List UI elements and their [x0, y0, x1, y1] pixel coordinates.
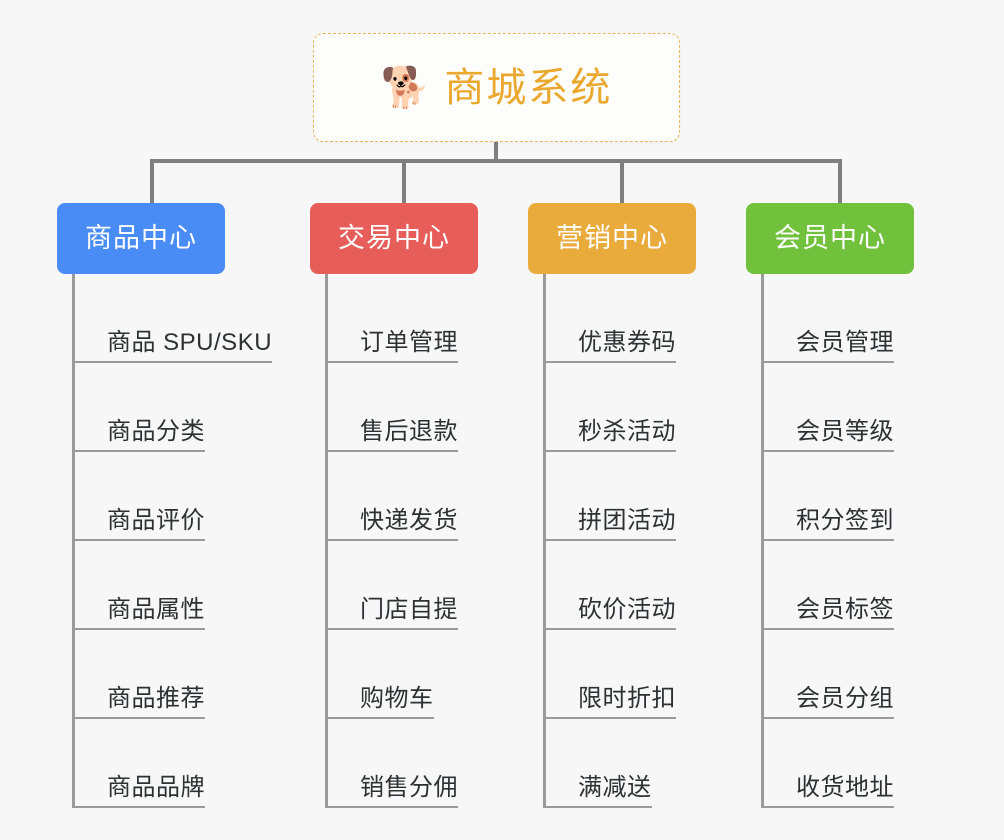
connector-drop-4 [838, 159, 842, 204]
list-item[interactable]: 会员分组 [761, 630, 996, 719]
leaf-list-3: 优惠券码 秒杀活动 拼团活动 砍价活动 限时折扣 满减送 [543, 274, 778, 808]
leaf-label: 收货地址 [761, 775, 894, 808]
list-item[interactable]: 售后退款 [325, 363, 560, 452]
leaf-label: 砍价活动 [543, 597, 676, 630]
branch-member-center: 会员中心 会员管理 会员等级 积分签到 会员标签 会员分组 收货地址 [746, 203, 996, 808]
branch-header-2[interactable]: 交易中心 [310, 203, 478, 274]
leaf-label: 门店自提 [325, 597, 458, 630]
branch-header-4[interactable]: 会员中心 [746, 203, 914, 274]
leaf-label: 售后退款 [325, 419, 458, 452]
leaf-label: 秒杀活动 [543, 419, 676, 452]
branch-marketing-center: 营销中心 优惠券码 秒杀活动 拼团活动 砍价活动 限时折扣 满减送 [528, 203, 778, 808]
list-item[interactable]: 商品分类 [72, 363, 307, 452]
leaf-list-4: 会员管理 会员等级 积分签到 会员标签 会员分组 收货地址 [761, 274, 996, 808]
branch-header-3[interactable]: 营销中心 [528, 203, 696, 274]
branch-header-1[interactable]: 商品中心 [57, 203, 225, 274]
leaf-label: 优惠券码 [543, 330, 676, 363]
list-item[interactable]: 商品属性 [72, 541, 307, 630]
list-item[interactable]: 商品品牌 [72, 719, 307, 808]
leaf-list-2: 订单管理 售后退款 快递发货 门店自提 购物车 销售分佣 [325, 274, 560, 808]
root-node-title: 商城系统 [444, 65, 613, 110]
leaf-label: 会员分组 [761, 686, 894, 719]
leaf-label: 商品分类 [72, 419, 205, 452]
leaf-label: 会员等级 [761, 419, 894, 452]
list-item[interactable]: 满减送 [543, 719, 778, 808]
list-item[interactable]: 优惠券码 [543, 274, 778, 363]
branch-product-center: 商品中心 商品 SPU/SKU 商品分类 商品评价 商品属性 商品推荐 商品品牌 [57, 203, 307, 808]
connector-root-stem [494, 142, 498, 163]
list-item[interactable]: 积分签到 [761, 452, 996, 541]
leaf-label: 购物车 [325, 686, 434, 719]
leaf-label: 会员标签 [761, 597, 894, 630]
leaf-label: 商品评价 [72, 508, 205, 541]
leaf-label: 限时折扣 [543, 686, 676, 719]
branch-trade-center: 交易中心 订单管理 售后退款 快递发货 门店自提 购物车 销售分佣 [310, 203, 560, 808]
connector-drop-2 [402, 159, 406, 204]
list-item[interactable]: 秒杀活动 [543, 363, 778, 452]
list-item[interactable]: 订单管理 [325, 274, 560, 363]
list-item[interactable]: 收货地址 [761, 719, 996, 808]
shiba-dog-emoji-icon: 🐕 [380, 65, 431, 110]
leaf-label: 快递发货 [325, 508, 458, 541]
list-item[interactable]: 拼团活动 [543, 452, 778, 541]
list-item[interactable]: 会员等级 [761, 363, 996, 452]
list-item[interactable]: 商品评价 [72, 452, 307, 541]
root-node[interactable]: 🐕 商城系统 [313, 33, 680, 142]
list-item[interactable]: 购物车 [325, 630, 560, 719]
leaf-label: 会员管理 [761, 330, 894, 363]
leaf-label: 商品 SPU/SKU [72, 330, 273, 363]
connector-drop-3 [620, 159, 624, 204]
leaf-label: 商品品牌 [72, 775, 205, 808]
leaf-label: 满减送 [543, 775, 652, 808]
list-item[interactable]: 商品推荐 [72, 630, 307, 719]
leaf-label: 积分签到 [761, 508, 894, 541]
list-item[interactable]: 商品 SPU/SKU [72, 274, 307, 363]
leaf-label: 销售分佣 [325, 775, 458, 808]
root-node-content: 🐕 商城系统 [381, 68, 613, 108]
leaf-list-1: 商品 SPU/SKU 商品分类 商品评价 商品属性 商品推荐 商品品牌 [72, 274, 307, 808]
leaf-label: 商品属性 [72, 597, 205, 630]
list-item[interactable]: 会员管理 [761, 274, 996, 363]
leaf-label: 订单管理 [325, 330, 458, 363]
connector-drop-1 [150, 159, 154, 204]
list-item[interactable]: 会员标签 [761, 541, 996, 630]
leaf-label: 商品推荐 [72, 686, 205, 719]
leaf-label: 拼团活动 [543, 508, 676, 541]
list-item[interactable]: 门店自提 [325, 541, 560, 630]
list-item[interactable]: 砍价活动 [543, 541, 778, 630]
list-item[interactable]: 限时折扣 [543, 630, 778, 719]
list-item[interactable]: 销售分佣 [325, 719, 560, 808]
connector-horizontal-bus [150, 159, 842, 163]
list-item[interactable]: 快递发货 [325, 452, 560, 541]
